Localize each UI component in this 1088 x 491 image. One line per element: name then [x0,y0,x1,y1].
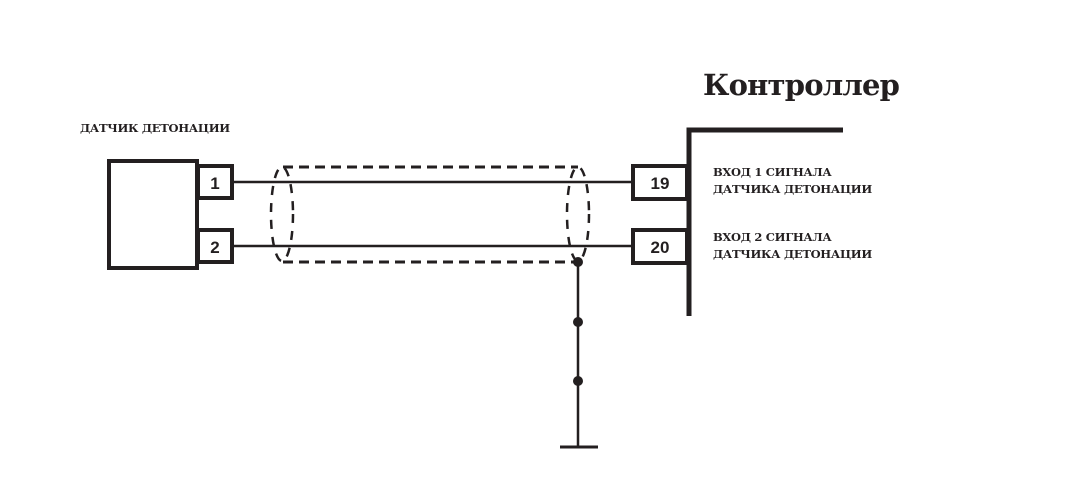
cable-shield [283,165,578,264]
controller-pin-20-label: 20 [651,238,670,257]
controller-title: Контроллер [703,68,900,102]
controller-pin-19-label: 19 [651,174,670,193]
junction-dot [573,257,583,267]
pin-20-desc-line2: ДАТЧИКА ДЕТОНАЦИИ [713,247,872,261]
sensor-label: ДАТЧИК ДЕТОНАЦИИ [80,121,230,135]
shield-end-left [269,165,295,263]
pin-20-description: ВХОД 2 СИГНАЛА ДАТЧИКА ДЕТОНАЦИИ [713,229,872,263]
sensor-pin-2-label: 2 [210,238,219,257]
pin-20-desc-line1: ВХОД 2 СИГНАЛА [713,230,832,244]
pin-19-desc-line1: ВХОД 1 СИГНАЛА [713,165,832,179]
pin-19-description: ВХОД 1 СИГНАЛА ДАТЧИКА ДЕТОНАЦИИ [713,164,872,198]
shield-end-right [565,165,591,263]
knock-sensor-body [107,159,199,270]
controller-outline [686,127,843,316]
junction-dot [573,376,583,386]
pin-19-desc-line2: ДАТЧИКА ДЕТОНАЦИИ [713,182,872,196]
junction-dot [573,317,583,327]
sensor-pin-1-label: 1 [210,174,219,193]
